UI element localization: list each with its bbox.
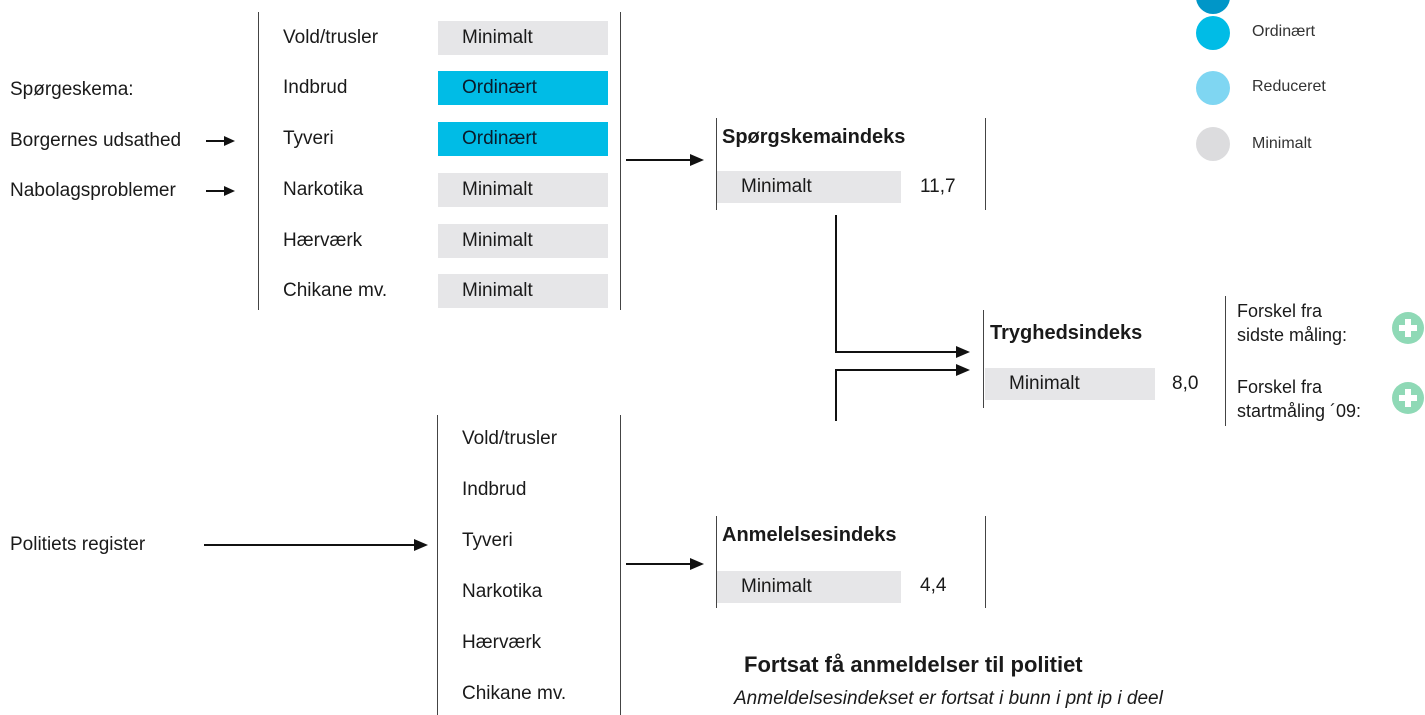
survey-index-divider-right (985, 118, 986, 210)
exposure-arrow-line (206, 140, 226, 142)
safety-index-divider-left (983, 310, 984, 408)
report-index-title: Anmelelsesindeks (722, 524, 897, 546)
report-index-value: 4,4 (920, 575, 947, 596)
change-last-label-line1: Forskel fra (1237, 301, 1323, 321)
survey-category-label: Narkotika (283, 179, 364, 200)
legend-dot-minimalt (1196, 127, 1230, 161)
exposure-arrow-head (224, 136, 235, 146)
legend-dot-reduceret (1196, 71, 1230, 105)
police-register-label: Politiets register (10, 534, 146, 555)
survey-to-safety-vertical (835, 215, 837, 353)
police-register-arrow-line (204, 544, 418, 546)
survey-category-label: Indbrud (283, 77, 348, 98)
report-to-safety-horizontal (835, 369, 959, 371)
change-start-label-line1: Forskel fra (1237, 377, 1323, 397)
survey-index-arrow-line (626, 159, 692, 161)
safety-index-divider-right (1225, 296, 1226, 426)
safety-index-level: Minimalt (985, 368, 1155, 400)
register-divider-right (620, 415, 621, 715)
report-index-divider-left (716, 516, 717, 608)
survey-index-divider-left (716, 118, 717, 210)
bottom-heading: Fortsat få anmeldelser til politiet (744, 652, 1083, 677)
change-last-label-line2: sidste måling: (1237, 325, 1348, 345)
survey-divider-right (620, 12, 621, 310)
report-to-safety-arrow-head (956, 364, 970, 376)
neighbourhood-arrow-head (224, 186, 235, 196)
questionnaire-label: Spørgeskema: (10, 79, 134, 100)
survey-category-label: Hærværk (283, 230, 363, 251)
safety-index-title: Tryghedsindeks (990, 322, 1143, 344)
survey-category-level: Minimalt (438, 274, 608, 308)
report-to-safety-vertical (835, 369, 837, 421)
survey-index-title: Spørgskemaindeks (722, 126, 906, 148)
register-category-label: Narkotika (462, 581, 543, 602)
neighbourhood-arrow-line (206, 190, 226, 192)
register-divider-left (437, 415, 438, 715)
safety-index-value: 8,0 (1172, 373, 1199, 394)
report-index-arrow-head (690, 558, 704, 570)
register-category-label: Vold/trusler (462, 428, 558, 449)
survey-category-level: Minimalt (438, 224, 608, 258)
legend-label: Reduceret (1252, 78, 1326, 95)
report-index-level: Minimalt (717, 571, 901, 603)
plus-circle-icon (1392, 312, 1424, 344)
bottom-subtext: Anmeldelsesindekset er fortsat i bunn i … (734, 688, 1163, 709)
register-category-label: Hærværk (462, 632, 542, 653)
survey-index-value: 11,7 (920, 176, 956, 197)
survey-category-label: Chikane mv. (283, 280, 388, 301)
survey-to-safety-horizontal (835, 351, 959, 353)
survey-index-arrow-head (690, 154, 704, 166)
neighbourhood-label: Nabolagsproblemer (10, 180, 176, 201)
survey-category-label: Vold/trusler (283, 27, 379, 48)
survey-category-label: Tyveri (283, 128, 334, 149)
legend-dot-ordinaert (1196, 16, 1230, 50)
survey-category-level: Minimalt (438, 21, 608, 55)
survey-divider-left (258, 12, 259, 310)
report-index-divider-right (985, 516, 986, 608)
survey-category-level: Ordinært (438, 122, 608, 156)
plus-circle-icon (1392, 382, 1424, 414)
survey-category-level: Ordinært (438, 71, 608, 105)
survey-category-level: Minimalt (438, 173, 608, 207)
survey-index-level: Minimalt (717, 171, 901, 203)
legend-partial-dot (1196, 0, 1230, 14)
police-register-arrow-head (414, 539, 428, 551)
register-category-label: Chikane mv. (462, 683, 567, 704)
exposure-label: Borgernes udsathed (10, 130, 182, 151)
register-category-label: Tyveri (462, 530, 513, 551)
report-index-arrow-line (626, 563, 692, 565)
survey-to-safety-arrow-head (956, 346, 970, 358)
legend-label: Minimalt (1252, 135, 1312, 152)
legend-label: Ordinært (1252, 23, 1316, 40)
register-category-label: Indbrud (462, 479, 527, 500)
change-start-label-line2: startmåling ´09: (1237, 401, 1362, 421)
